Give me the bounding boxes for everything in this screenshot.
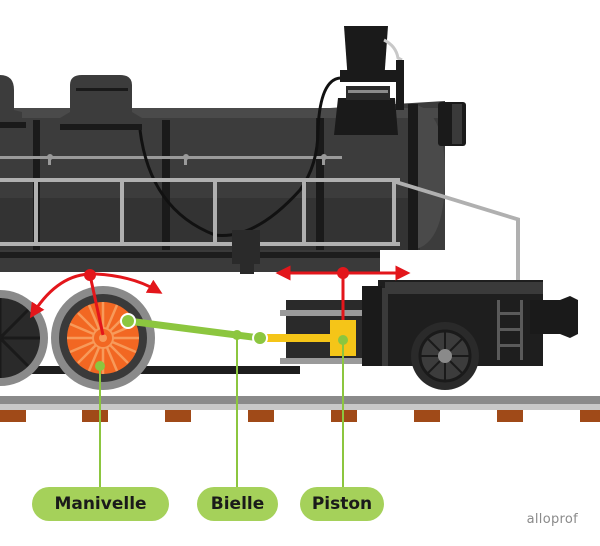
- cylinder: [280, 286, 382, 366]
- crosshead-pin: [252, 330, 268, 346]
- label-piston: Piston: [300, 487, 384, 521]
- rotation-arrow: [29, 272, 163, 319]
- label-manivelle: Manivelle: [32, 487, 169, 521]
- crank-pin: [120, 313, 136, 329]
- crank-wheel: [51, 286, 155, 390]
- label-pointers: [95, 330, 348, 487]
- brand-logo: alloprof: [526, 512, 578, 527]
- label-bielle: Bielle: [197, 487, 278, 521]
- steam-domes: [0, 75, 142, 130]
- pump-block: [232, 230, 260, 274]
- pony-wheel: [411, 322, 479, 390]
- chimney: [334, 26, 404, 135]
- boiler: [0, 76, 445, 250]
- sleepers: [0, 410, 600, 422]
- motion-arrows: [29, 265, 411, 336]
- headlamp: [438, 102, 466, 146]
- railway-track: [0, 396, 600, 422]
- rail: [0, 396, 600, 404]
- railing: [0, 178, 520, 282]
